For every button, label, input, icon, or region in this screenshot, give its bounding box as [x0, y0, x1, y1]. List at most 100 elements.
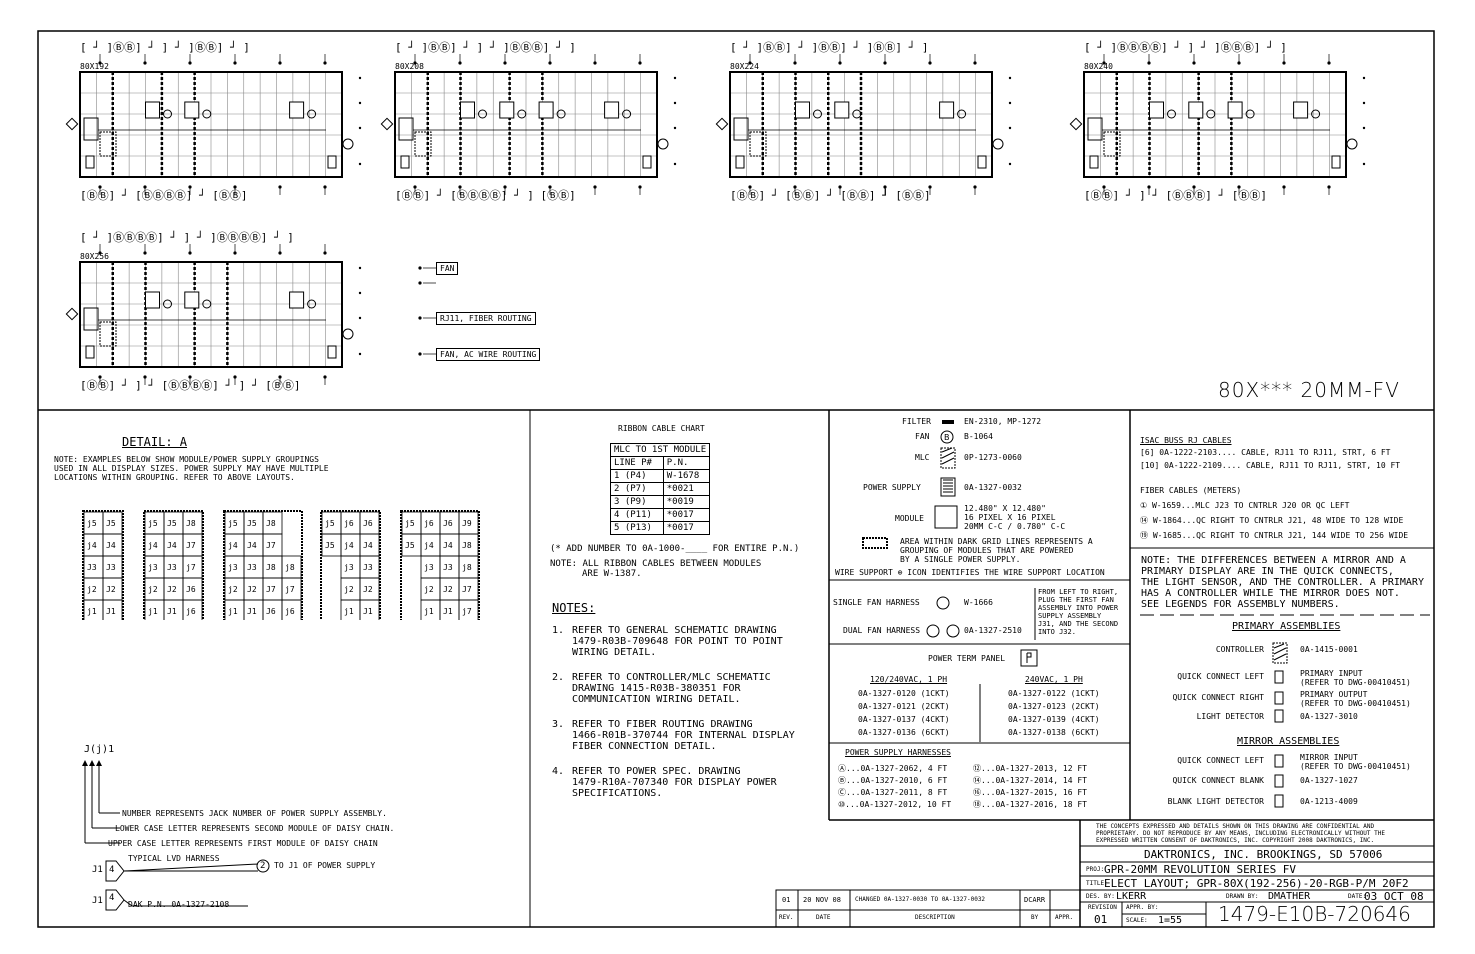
mirror-assy-name: QUICK CONNECT BLANK: [1172, 776, 1264, 785]
fiber-callout-icon: [1346, 138, 1358, 150]
fiber-icon: [65, 307, 79, 321]
detail-jack-label: J8: [186, 519, 196, 528]
detail-jack-label: j3: [148, 563, 158, 572]
drafter: DMATHER: [1268, 891, 1311, 902]
controller-icon: [1272, 642, 1288, 664]
note-line: 1479-R03B-709648 FOR POINT TO POINT: [572, 636, 783, 647]
callout-fan: FAN: [436, 262, 459, 275]
filter-icon: [942, 420, 954, 424]
power-supply-icon: [939, 101, 955, 119]
lvd-harness-diagram: [105, 859, 270, 911]
ptp-right-header: 240VAC, 1 PH: [1025, 675, 1083, 684]
wire-support-icon: [1362, 101, 1366, 105]
psh-title: POWER SUPPLY HARNESSES: [845, 748, 951, 757]
legend-area-3: BY A SINGLE POWER SUPPLY.: [900, 555, 1021, 564]
legend-area-1: AREA WITHIN DARK GRID LINES REPRESENTS A: [900, 537, 1093, 546]
power-supply-icon: [1188, 101, 1204, 119]
ribbon-header-line: LINE P#: [610, 456, 664, 470]
power-supply-icon: [289, 291, 305, 309]
detail-jack-label: J5: [325, 541, 335, 550]
layout-80x192-label: 80X192: [80, 62, 109, 71]
fiber-title: FIBER CABLES (METERS): [1140, 486, 1242, 495]
qc-right-icon: [1274, 691, 1284, 705]
light-detector-icon: [400, 155, 410, 169]
power-term-panel-icon: [1020, 649, 1038, 667]
power-supply-icon: [145, 101, 160, 119]
legend-filter: FILTER: [902, 417, 931, 426]
primary-assy-pn: 0A-1327-3010: [1300, 712, 1358, 721]
harness-icon: [517, 109, 527, 119]
detail-grouping-border: [223, 510, 303, 620]
primary-assy-name: LIGHT DETECTOR: [1196, 712, 1264, 721]
jack-legend-lower: LOWER CASE LETTER REPRESENTS SECOND MODU…: [115, 824, 395, 833]
fiber-callout-icon: [992, 138, 1004, 150]
ribbon-title: RIBBON CABLE CHART: [618, 424, 705, 433]
power-supply-icon: [184, 291, 200, 309]
jack-legend-arrows: [82, 760, 120, 844]
psh-left-item: ⑩...0A-1327-2012, 10 FT: [838, 800, 952, 809]
ribbon-header-pn: P.N.: [662, 456, 711, 470]
controller-icon: [83, 307, 99, 331]
confidential-1: THE CONCEPTS EXPRESSED AND DETAILS SHOWN…: [1096, 823, 1375, 830]
power-supply-icon: [289, 101, 305, 119]
legend-module: MODULE: [895, 514, 924, 523]
harness-icon: [307, 109, 317, 119]
legend-ps-val: 0A-1327-0032: [964, 483, 1022, 492]
harness-icon: [163, 109, 172, 119]
proj-label: PROJ:: [1086, 866, 1105, 873]
jack-legend-label: J(j)1: [84, 744, 115, 755]
detail-jack-label: J1: [167, 607, 177, 616]
detail-note-1: NOTE: EXAMPLES BELOW SHOW MODULE/POWER S…: [54, 455, 319, 464]
note-line: REFER TO CONTROLLER/MLC SCHEMATIC: [572, 672, 771, 683]
power-supply-icon: [834, 101, 850, 119]
jack-legend-number: NUMBER REPRESENTS JACK NUMBER OF POWER S…: [122, 809, 387, 818]
detail-jack-label: J9: [462, 519, 472, 528]
harness-icon: [1206, 109, 1216, 119]
ribbon-pn: *0017: [662, 521, 711, 535]
note-line: SPECIFICATIONS.: [572, 788, 663, 799]
detail-jack-label: J3: [87, 563, 97, 572]
revision: 01: [1094, 913, 1108, 926]
power-supply-icon: [145, 291, 160, 309]
legend-fan: FAN: [915, 432, 930, 441]
rev-header: APPR.: [1055, 914, 1074, 921]
wire-support-icon: [358, 126, 362, 130]
harness-icon: [307, 299, 317, 309]
light-detector-icon: [85, 155, 95, 169]
display-layout: [380, 54, 677, 195]
ptp-title: POWER TERM PANEL: [928, 654, 1006, 663]
dual-fan-icon-b: [946, 624, 960, 638]
fiber-callout-icon: [342, 328, 354, 340]
ptp-left-item: 0A-1327-0120 (1CKT): [858, 689, 950, 698]
mlc-icon: [749, 131, 767, 157]
drawn-label: DRAWN BY:: [1226, 893, 1259, 900]
power-supply-icon: [1149, 101, 1164, 119]
detail-jack-label: J4: [106, 541, 116, 550]
qc-right-icon: [1331, 155, 1341, 169]
note-line: REFER TO GENERAL SCHEMATIC DRAWING: [572, 625, 777, 636]
notes-title: NOTES:: [552, 601, 596, 615]
display-layout: [65, 54, 362, 195]
assy-note-4: HAS A CONTROLLER WHILE THE MIRROR DOES N…: [1141, 588, 1400, 599]
harness-icon: [556, 109, 566, 119]
layout-80x256-label: 80X256: [80, 252, 109, 261]
legend-module-val-1: 12.480" X 12.480": [964, 504, 1046, 513]
wire-support-icon: [358, 352, 362, 356]
detail-note-2: USED IN ALL DISPLAY SIZES. POWER SUPPLY …: [54, 464, 329, 473]
harness-icon: [813, 109, 822, 119]
assy-note-1: NOTE: THE DIFFERENCES BETWEEN A MIRROR A…: [1141, 555, 1406, 566]
harness-label: TYPICAL LVD HARNESS: [128, 854, 220, 863]
detail-jack-label: J2: [363, 585, 373, 594]
detail-jack-label: J6: [363, 519, 373, 528]
rev-by: DCARR: [1024, 896, 1046, 904]
drawing-title: ELECT LAYOUT; GPR-80X(192-256)-20-RGB-P/…: [1104, 877, 1409, 890]
wire-support-icon: [358, 316, 362, 320]
appr-label: APPR. BY:: [1126, 904, 1159, 911]
legend-wire-support: WIRE SUPPORT ⊕ ICON IDENTIFIES THE WIRE …: [835, 568, 1105, 577]
ribbon-note-1: (* ADD NUMBER TO 0A-1000-____ FOR ENTIRE…: [550, 544, 800, 554]
detail-jack-label: j1: [344, 607, 354, 616]
qc-right-icon: [327, 345, 337, 359]
detail-jack-label: j2: [424, 585, 434, 594]
layout-80x192-top-jacks: [ ┘ ]ⒷⒷ] ┘ ] ┘ ]ⒷⒷ] ┘ ]: [80, 41, 250, 54]
mirror-title: MIRROR ASSEMBLIES: [1237, 736, 1340, 747]
